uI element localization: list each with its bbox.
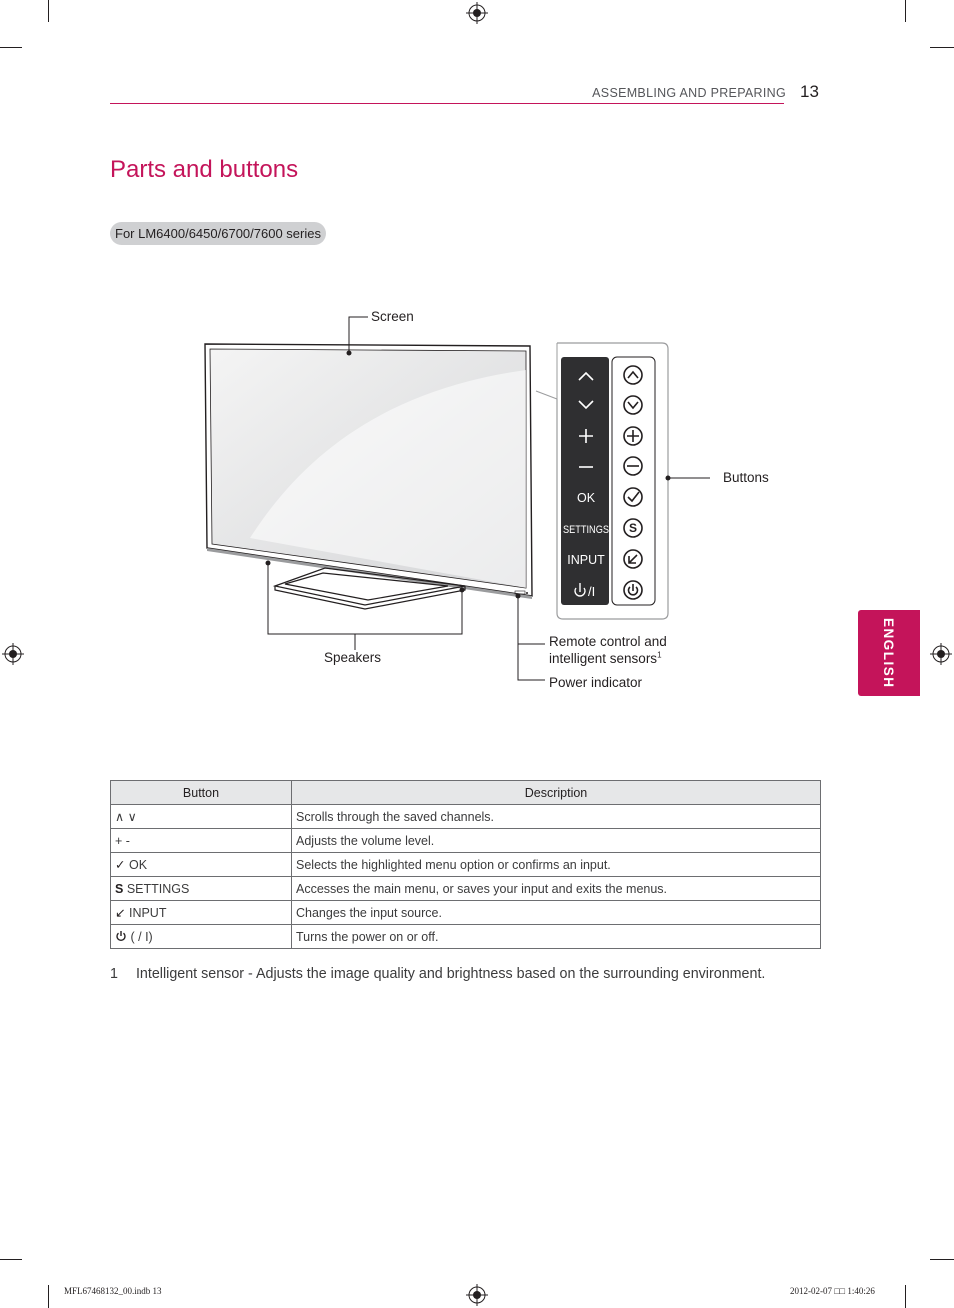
page-title: Parts and buttons (110, 156, 299, 183)
table-header-row: Button Description (110, 780, 821, 805)
svg-text:S: S (629, 521, 637, 535)
sensor-callout: Remote control and intelligent sensors1 (549, 633, 667, 667)
screen-callout: Screen (371, 309, 414, 324)
section-header: ASSEMBLING AND PREPARING (592, 86, 786, 100)
settings-icon: S (115, 881, 124, 896)
column-header-description: Description (291, 780, 821, 805)
button-table: Button Description ∧ ∨ Scrolls through t… (110, 780, 821, 949)
description-cell: Accesses the main menu, or saves your in… (291, 876, 821, 901)
header-rule (110, 103, 784, 104)
crop-mark (0, 1259, 22, 1260)
crop-mark (930, 47, 954, 48)
description-cell: Turns the power on or off. (291, 924, 821, 949)
sensor-callout-line2: intelligent sensors (549, 651, 658, 666)
button-label: INPUT (128, 906, 167, 920)
registration-mark-icon (466, 2, 488, 24)
table-row: S SETTINGS Accesses the main menu, or sa… (110, 876, 821, 901)
table-row: ∧ ∨ Scrolls through the saved channels. (110, 804, 821, 829)
buttons-callout: Buttons (723, 470, 769, 485)
footnote-text: Intelligent sensor - Adjusts the image q… (135, 966, 766, 982)
button-label: ( / I) (130, 929, 153, 944)
footnote: 1 Intelligent sensor - Adjusts the image … (110, 966, 765, 982)
button-label: SETTINGS (126, 881, 190, 896)
power-indicator-callout: Power indicator (549, 675, 643, 690)
tv-frame (204, 343, 533, 599)
table-row: ↙ INPUT Changes the input source. (110, 900, 821, 925)
button-cell: S SETTINGS (110, 876, 292, 901)
language-tab-label: ENGLISH (881, 617, 896, 689)
crop-mark (905, 0, 906, 22)
tv-stand (272, 567, 466, 610)
language-tab (858, 610, 920, 696)
check-icon: ✓ (115, 858, 126, 872)
description-cell: Selects the highlighted menu option or c… (291, 852, 821, 877)
registration-mark-icon (466, 1284, 488, 1306)
footnote-marker: 1 (657, 650, 662, 660)
tv-diagram: OK SETTINGS INPUT /I S (204, 316, 710, 681)
button-cell: + - (110, 828, 292, 853)
button-cell: ✓ OK (110, 852, 292, 877)
crop-mark (48, 0, 49, 22)
button-panel-zoom: OK SETTINGS INPUT /I S (535, 342, 669, 620)
table-row: ✓ OK Selects the highlighted menu option… (110, 852, 821, 877)
crop-mark (48, 1285, 49, 1308)
table-row: + - Adjusts the volume level. (110, 828, 821, 853)
footnote-number: 1 (110, 966, 118, 982)
description-cell: Scrolls through the saved channels. (291, 804, 821, 829)
input-icon: ↙ (115, 906, 126, 920)
svg-text:/I: /I (588, 584, 595, 599)
speakers-callout: Speakers (324, 650, 382, 665)
print-file-info: MFL67468132_00.indb 13 (64, 1286, 162, 1296)
power-icon (116, 930, 126, 941)
description-cell: Changes the input source. (291, 900, 821, 925)
crop-mark (930, 1259, 954, 1260)
svg-text:SETTINGS: SETTINGS (563, 524, 609, 536)
button-cell: ( / I) (110, 924, 292, 949)
page-number: 13 (800, 82, 819, 101)
crop-mark (0, 47, 22, 48)
registration-mark-icon (930, 643, 952, 665)
series-badge: For LM6400/6450/6700/7600 series (110, 222, 326, 245)
button-cell: ∧ ∨ (110, 804, 292, 829)
table-row: ( / I) Turns the power on or off. (110, 924, 821, 949)
button-cell: ↙ INPUT (110, 900, 292, 925)
crop-mark (905, 1285, 906, 1308)
svg-text:INPUT: INPUT (567, 553, 605, 567)
description-cell: Adjusts the volume level. (291, 828, 821, 853)
sensor-callout-line1: Remote control and (549, 634, 667, 649)
registration-mark-icon (2, 643, 24, 665)
column-header-button: Button (110, 780, 292, 805)
svg-text:OK: OK (577, 491, 596, 505)
print-timestamp: 2012-02-07 □□ 1:40:26 (790, 1286, 875, 1296)
button-label: OK (128, 858, 148, 872)
